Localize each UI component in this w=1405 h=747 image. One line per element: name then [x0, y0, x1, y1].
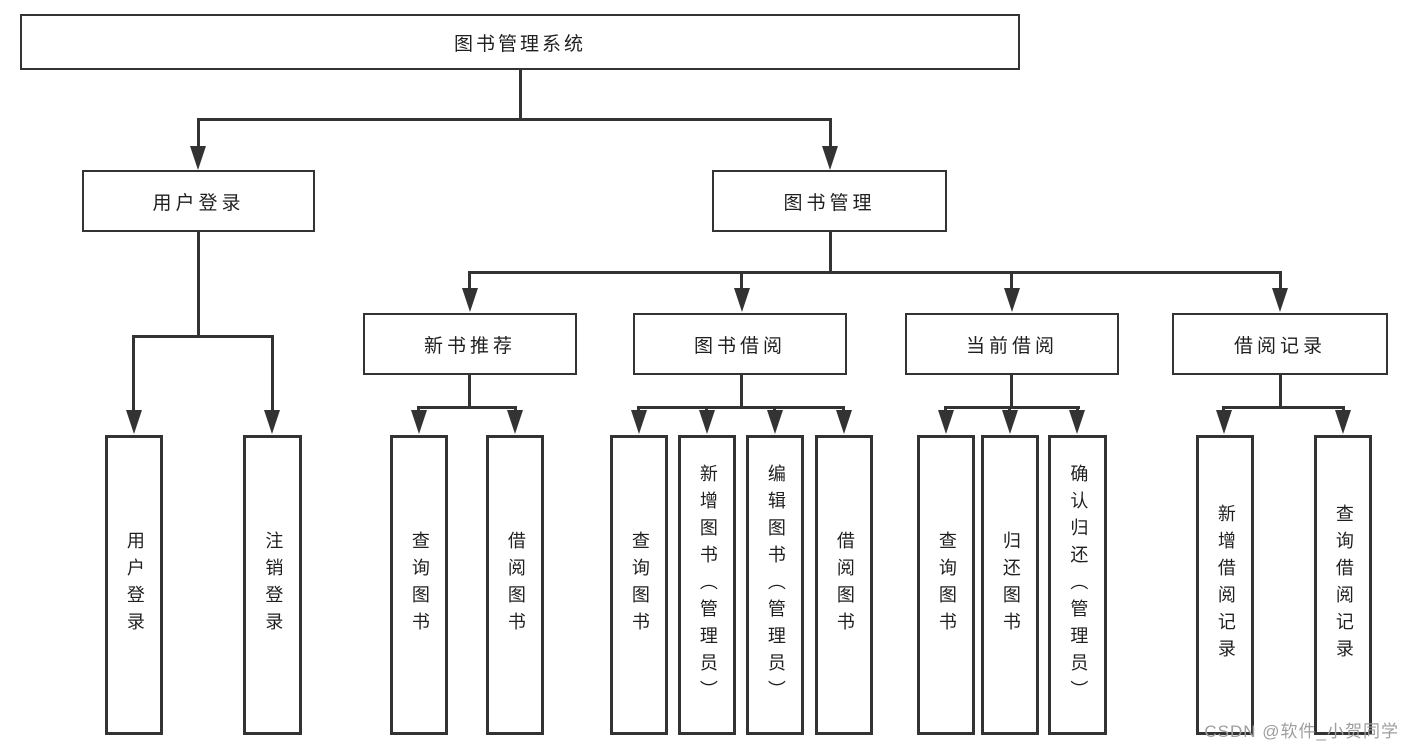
connector-stem [740, 375, 743, 409]
arrowhead-down-icon [734, 288, 750, 312]
leaf-label: 查询图书 [629, 531, 650, 639]
node-borrow-records: 借阅记录 [1172, 313, 1388, 375]
arrowhead-down-icon [1069, 410, 1085, 434]
leaf-label: 新增图书（管理员） [697, 463, 718, 707]
node-label: 图书管理 [783, 192, 876, 214]
leaf-label: 用户登录 [124, 531, 145, 639]
arrowhead-down-icon [126, 410, 142, 434]
arrowhead-down-icon [190, 146, 206, 170]
arrowhead-down-icon [411, 410, 427, 434]
arrowhead-down-icon [767, 410, 783, 434]
connector-drop [740, 271, 743, 292]
leaf-query-books-current: 查询图书 [917, 435, 975, 735]
node-label: 图书借阅 [693, 335, 786, 357]
connector-stem [1010, 375, 1013, 409]
node-user-login-group: 用户登录 [82, 170, 315, 232]
node-label: 新书推荐 [423, 335, 516, 357]
leaf-label: 编辑图书（管理员） [765, 463, 786, 707]
leaf-query-books-recommend: 查询图书 [390, 435, 448, 735]
leaf-label: 查询借阅记录 [1333, 504, 1354, 666]
node-label: 用户登录 [152, 192, 245, 214]
arrowhead-down-icon [938, 410, 954, 434]
arrowhead-down-icon [264, 410, 280, 434]
connector-stem [829, 232, 832, 274]
node-current-borrow: 当前借阅 [905, 313, 1119, 375]
connector-drop [829, 118, 832, 150]
arrowhead-down-icon [1216, 410, 1232, 434]
arrowhead-down-icon [822, 146, 838, 170]
connector-hbar [468, 271, 1282, 274]
node-new-book-recommend: 新书推荐 [363, 313, 577, 375]
arrowhead-down-icon [462, 288, 478, 312]
leaf-label: 查询图书 [409, 531, 430, 639]
arrowhead-down-icon [1002, 410, 1018, 434]
connector-stem [1279, 375, 1282, 409]
arrowhead-down-icon [836, 410, 852, 434]
leaf-label: 归还图书 [1000, 531, 1021, 639]
connector-drop [468, 271, 471, 292]
connector-hbar [1222, 406, 1344, 409]
leaf-borrow-books-recommend: 借阅图书 [486, 435, 544, 735]
leaf-add-books-admin: 新增图书（管理员） [678, 435, 736, 735]
arrowhead-down-icon [699, 410, 715, 434]
leaf-query-borrow-record: 查询借阅记录 [1314, 435, 1372, 735]
leaf-edit-books-admin: 编辑图书（管理员） [746, 435, 804, 735]
leaf-label: 注销登录 [263, 531, 284, 639]
connector-root-stem [519, 70, 522, 120]
node-label: 借阅记录 [1233, 335, 1326, 357]
connector-hbar [637, 406, 845, 409]
node-book-borrow: 图书借阅 [633, 313, 847, 375]
connector-drop [1279, 271, 1282, 292]
connector-drop [271, 335, 274, 414]
leaf-query-books: 查询图书 [610, 435, 668, 735]
node-label: 当前借阅 [965, 335, 1058, 357]
leaf-user-login: 用户登录 [105, 435, 163, 735]
arrowhead-down-icon [1335, 410, 1351, 434]
leaf-confirm-return-admin: 确认归还（管理员） [1048, 435, 1107, 735]
node-root: 图书管理系统 [20, 14, 1020, 70]
connector-drop [197, 118, 200, 150]
arrowhead-down-icon [1004, 288, 1020, 312]
connector-stem [468, 375, 471, 409]
leaf-borrow-books: 借阅图书 [815, 435, 873, 735]
connector-hbar [417, 406, 517, 409]
node-book-management: 图书管理 [712, 170, 947, 232]
connector-drop [1010, 271, 1013, 292]
arrowhead-down-icon [1272, 288, 1288, 312]
leaf-return-books: 归还图书 [981, 435, 1039, 735]
connector-hbar [132, 335, 274, 338]
leaf-label: 查询图书 [936, 531, 957, 639]
node-root-label: 图书管理系统 [453, 33, 586, 55]
arrowhead-down-icon [507, 410, 523, 434]
leaf-label: 借阅图书 [505, 531, 526, 639]
leaf-label: 借阅图书 [834, 531, 855, 639]
leaf-logout: 注销登录 [243, 435, 302, 735]
leaf-label: 确认归还（管理员） [1068, 463, 1089, 707]
watermark: CSDN @软件_小贺同学 [1204, 722, 1399, 741]
connector-drop [132, 335, 135, 414]
connector-root-hbar [197, 118, 832, 121]
leaf-add-borrow-record: 新增借阅记录 [1196, 435, 1254, 735]
leaf-label: 新增借阅记录 [1215, 504, 1236, 666]
arrowhead-down-icon [631, 410, 647, 434]
connector-hbar [944, 406, 1080, 409]
connector-stem [197, 232, 200, 337]
